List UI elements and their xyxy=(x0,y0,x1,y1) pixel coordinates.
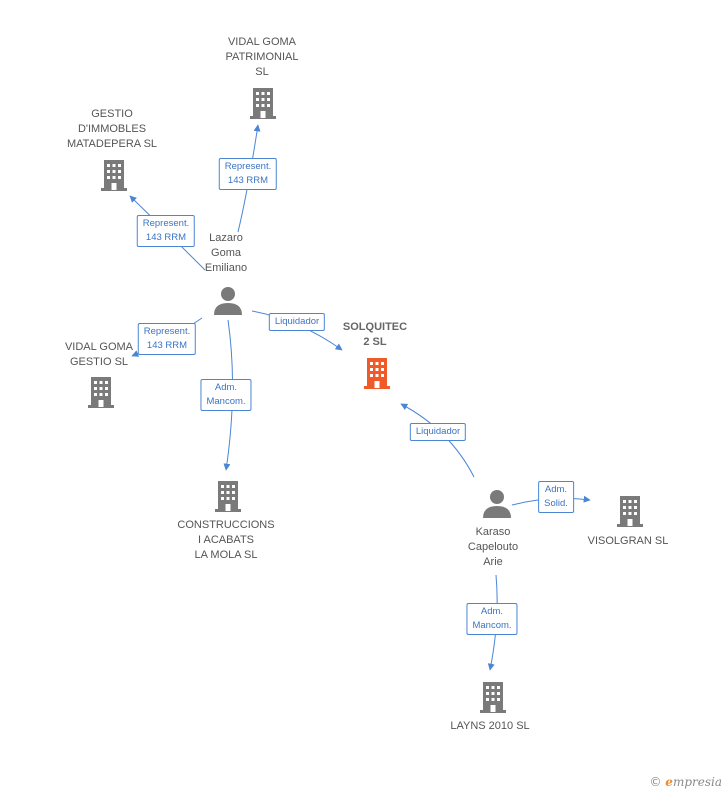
building-icon[interactable] xyxy=(362,356,392,390)
node-label-vidal-patrimonial: VIDAL GOMA PATRIMONIAL SL xyxy=(225,36,299,78)
edge-label-lazaro-vidal-patrimonial[interactable]: Represent. 143 RRM xyxy=(218,158,278,190)
edge-label-lazaro-gestio[interactable]: Represent. 143 RRM xyxy=(136,215,196,247)
building-icon[interactable] xyxy=(213,479,243,513)
edge-label-lazaro-solquitec[interactable]: Liquidador xyxy=(268,313,326,331)
edge-label-karaso-layns[interactable]: Adm. Mancom. xyxy=(466,603,518,635)
edge-label-lazaro-vidal-gestio[interactable]: Represent. 143 RRM xyxy=(137,323,197,355)
edge-label-karaso-visolgran[interactable]: Adm. Solid. xyxy=(538,481,574,513)
person-icon[interactable] xyxy=(213,286,243,316)
copyright-symbol: © xyxy=(649,775,662,789)
node-label-vidal-gestio: VIDAL GOMA GESTIO SL xyxy=(64,341,134,368)
node-label-karaso: Karaso Capelouto Arie xyxy=(467,526,519,568)
node-label-gestio-immobles: GESTIO D'IMMOBLES MATADEPERA SL xyxy=(66,108,158,150)
edge-label-karaso-solquitec[interactable]: Liquidador xyxy=(409,423,467,441)
building-icon[interactable] xyxy=(248,86,278,120)
person-icon[interactable] xyxy=(482,489,512,519)
brand-initial: e xyxy=(665,775,673,789)
node-label-visolgran: VISOLGRAN SL xyxy=(587,535,669,547)
footer-brand: © empresia xyxy=(649,775,722,789)
node-label-construccions: CONSTRUCCIONS I ACABATS LA MOLA SL xyxy=(177,519,275,561)
building-icon[interactable] xyxy=(99,158,129,192)
edge-label-lazaro-construccions[interactable]: Adm. Mancom. xyxy=(200,379,252,411)
node-label-layns: LAYNS 2010 SL xyxy=(450,720,530,732)
building-icon[interactable] xyxy=(615,494,645,528)
building-icon[interactable] xyxy=(86,375,116,409)
brand-name: mpresia xyxy=(672,775,722,789)
building-icon[interactable] xyxy=(478,680,508,714)
node-label-solquitec: SOLQUITEC 2 SL xyxy=(342,321,408,348)
node-label-lazaro: Lazaro Goma Emiliano xyxy=(204,232,248,274)
